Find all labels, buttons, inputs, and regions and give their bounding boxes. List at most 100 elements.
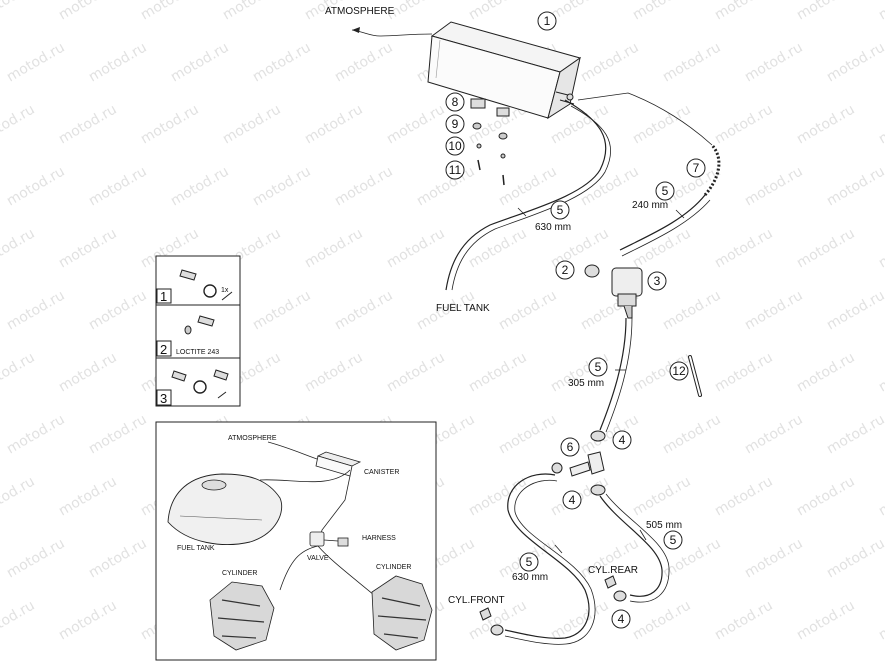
watermark-text: motod.ru [4,39,68,85]
hose-240-inner [621,199,711,257]
inset-valve [309,531,349,547]
inset-cylinder-left [209,581,275,651]
watermark-text: motod.ru [660,287,724,333]
watermark-text: motod.ru [794,473,858,519]
watermark-text: motod.ru [384,349,448,395]
corrugated-hose-7 [703,144,721,196]
watermark-text: motod.ru [876,473,885,519]
watermark-text: motod.ru [0,349,38,395]
inset-fuel-tank-label: FUEL TANK [177,545,215,552]
fitting-rear [604,575,617,589]
callout-c12: 12 [669,361,689,381]
hose-length-ticks [517,207,685,554]
inset-valve-label: VALVE [307,555,329,562]
watermark-text: motod.ru [824,287,885,333]
watermark-text: motod.ru [630,225,694,271]
callout-c5d: 5 [663,530,683,550]
watermark-text: motod.ru [742,411,806,457]
callout-number: 10 [448,139,462,153]
watermark-text: motod.ru [630,597,694,643]
watermark-text: motod.ru [578,411,642,457]
clamp-left [551,462,563,474]
hose-505-rear [599,495,663,597]
cyl-rear-label: CYL.REAR [588,565,638,576]
watermark-text: motod.ru [250,287,314,333]
watermark-text: motod.ru [466,225,530,271]
watermark-text: motod.ru [794,0,858,23]
watermark-text: motod.ru [660,39,724,85]
label-630-top: 630 mm [535,222,571,233]
watermark-text: motod.ru [794,597,858,643]
watermark-text: motod.ru [496,287,560,333]
watermark-text: motod.ru [712,101,776,147]
watermark-text: motod.ru [548,0,612,23]
watermark-text: motod.ru [220,0,284,23]
watermark-text: motod.ru [876,225,885,271]
hose-505-rear-inner [605,493,670,603]
watermark-text: motod.ru [794,225,858,271]
cyl-front-label: CYL.FRONT [448,595,505,606]
hose-630-front [504,473,590,639]
charcoal-canister [427,21,582,120]
watermark-text: motod.ru [466,349,530,395]
hose-clamp-2 [584,264,600,278]
callout-c6: 6 [560,437,580,457]
watermark-text: motod.ru [86,39,150,85]
label-505: 505 mm [646,520,682,531]
callout-c4b: 4 [562,490,582,510]
hose-to-fuel-tank [445,99,607,291]
callout-c2: 2 [555,260,575,280]
callout-number: 4 [618,612,625,626]
watermark-text: motod.ru [0,473,38,519]
callout-c5a: 5 [550,200,570,220]
inset-atmosphere-label: ATMOSPHERE [228,435,277,442]
watermark-text: motod.ru [824,163,885,209]
callout-number: 1 [544,14,551,28]
callout-number: 12 [672,364,686,378]
watermark-text: motod.ru [548,597,612,643]
inset-cylinder-right-label: CYLINDER [376,564,411,571]
watermark-text: motod.ru [876,349,885,395]
clamp-4-middle [590,484,606,496]
watermark-text: motod.ru [0,225,38,271]
callout-c11: 11 [445,160,465,180]
inset-cylinder-left-label: CYLINDER [222,570,257,577]
callout-c5c: 5 [588,357,608,377]
watermark-text: motod.ru [138,101,202,147]
watermark-text: motod.ru [876,101,885,147]
watermark-text: motod.ru [876,0,885,23]
callout-number: 5 [526,555,533,569]
callout-c9: 9 [445,114,465,134]
watermark-text: motod.ru [4,287,68,333]
inset-cylinder-right [371,575,433,651]
watermark-text: motod.ru [496,411,560,457]
watermark-text: motod.ru [712,225,776,271]
assembly-steps-panel: 1 2 3 1x LOCTITE 243 [155,255,241,407]
watermark-text: motod.ru [742,163,806,209]
watermark-text: motod.ru [742,535,806,581]
watermark-text: motod.ru [824,535,885,581]
watermark-text: motod.ru [712,473,776,519]
purge-valve [611,267,643,319]
step-2-note: LOCTITE 243 [176,349,219,356]
watermark-text: motod.ru [302,349,366,395]
watermark-text: motod.ru [220,101,284,147]
callout-number: 7 [693,161,700,175]
watermark-text: motod.ru [4,411,68,457]
watermark-text: motod.ru [332,287,396,333]
watermark-text: motod.ru [0,597,38,643]
watermark-text: motod.ru [0,0,38,23]
watermark-text: motod.ru [86,411,150,457]
callout-c5b: 5 [655,181,675,201]
watermark-text: motod.ru [56,473,120,519]
watermark-text: motod.ru [86,287,150,333]
step-1-note: 1x [221,287,229,294]
callout-number: 5 [557,203,564,217]
watermark-text: motod.ru [824,411,885,457]
t-connector-6 [569,451,605,477]
callout-number: 4 [619,433,626,447]
callout-c3: 3 [647,271,667,291]
hose-305 [599,317,627,431]
watermark-text: motod.ru [250,39,314,85]
